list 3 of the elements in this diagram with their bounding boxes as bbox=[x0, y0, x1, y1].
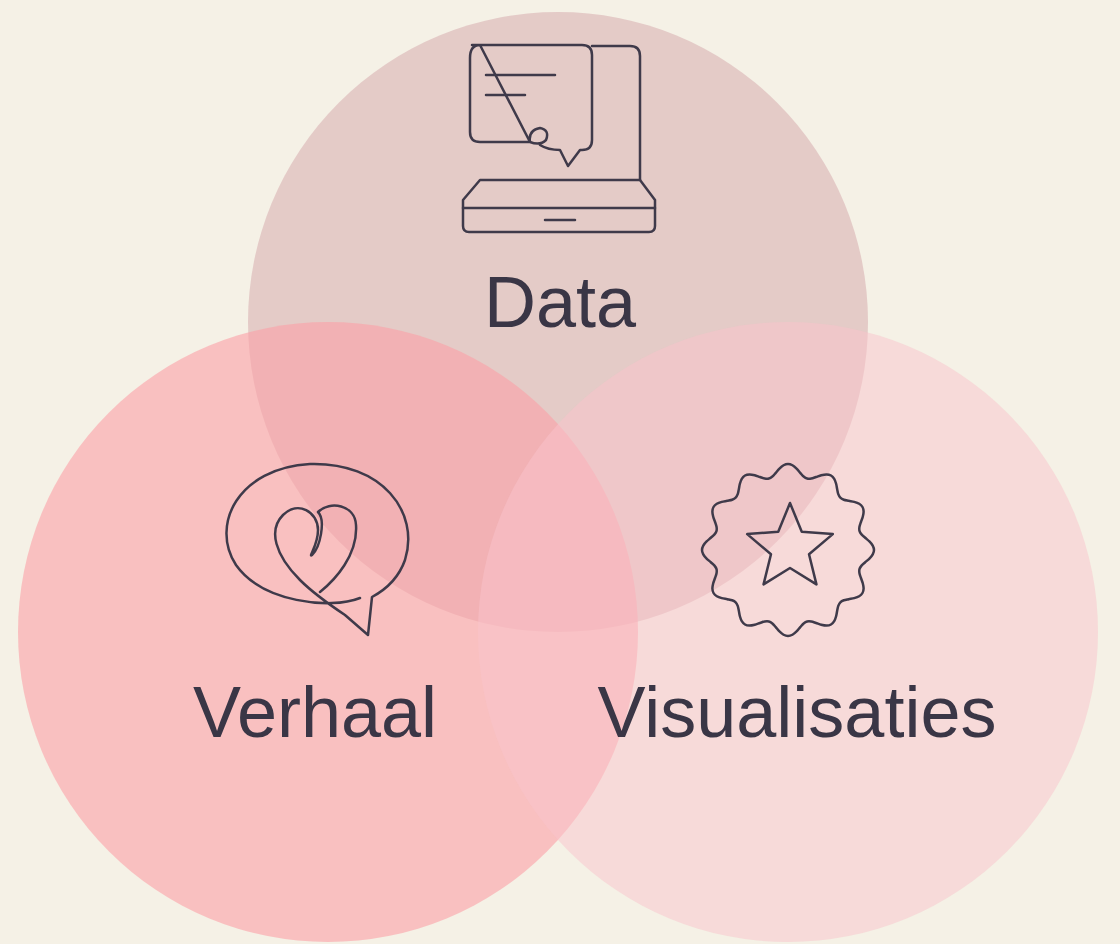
circle-label: Data bbox=[483, 266, 637, 338]
circle-label: Verhaal bbox=[192, 676, 438, 748]
circle-label: Visualisaties bbox=[597, 676, 997, 748]
